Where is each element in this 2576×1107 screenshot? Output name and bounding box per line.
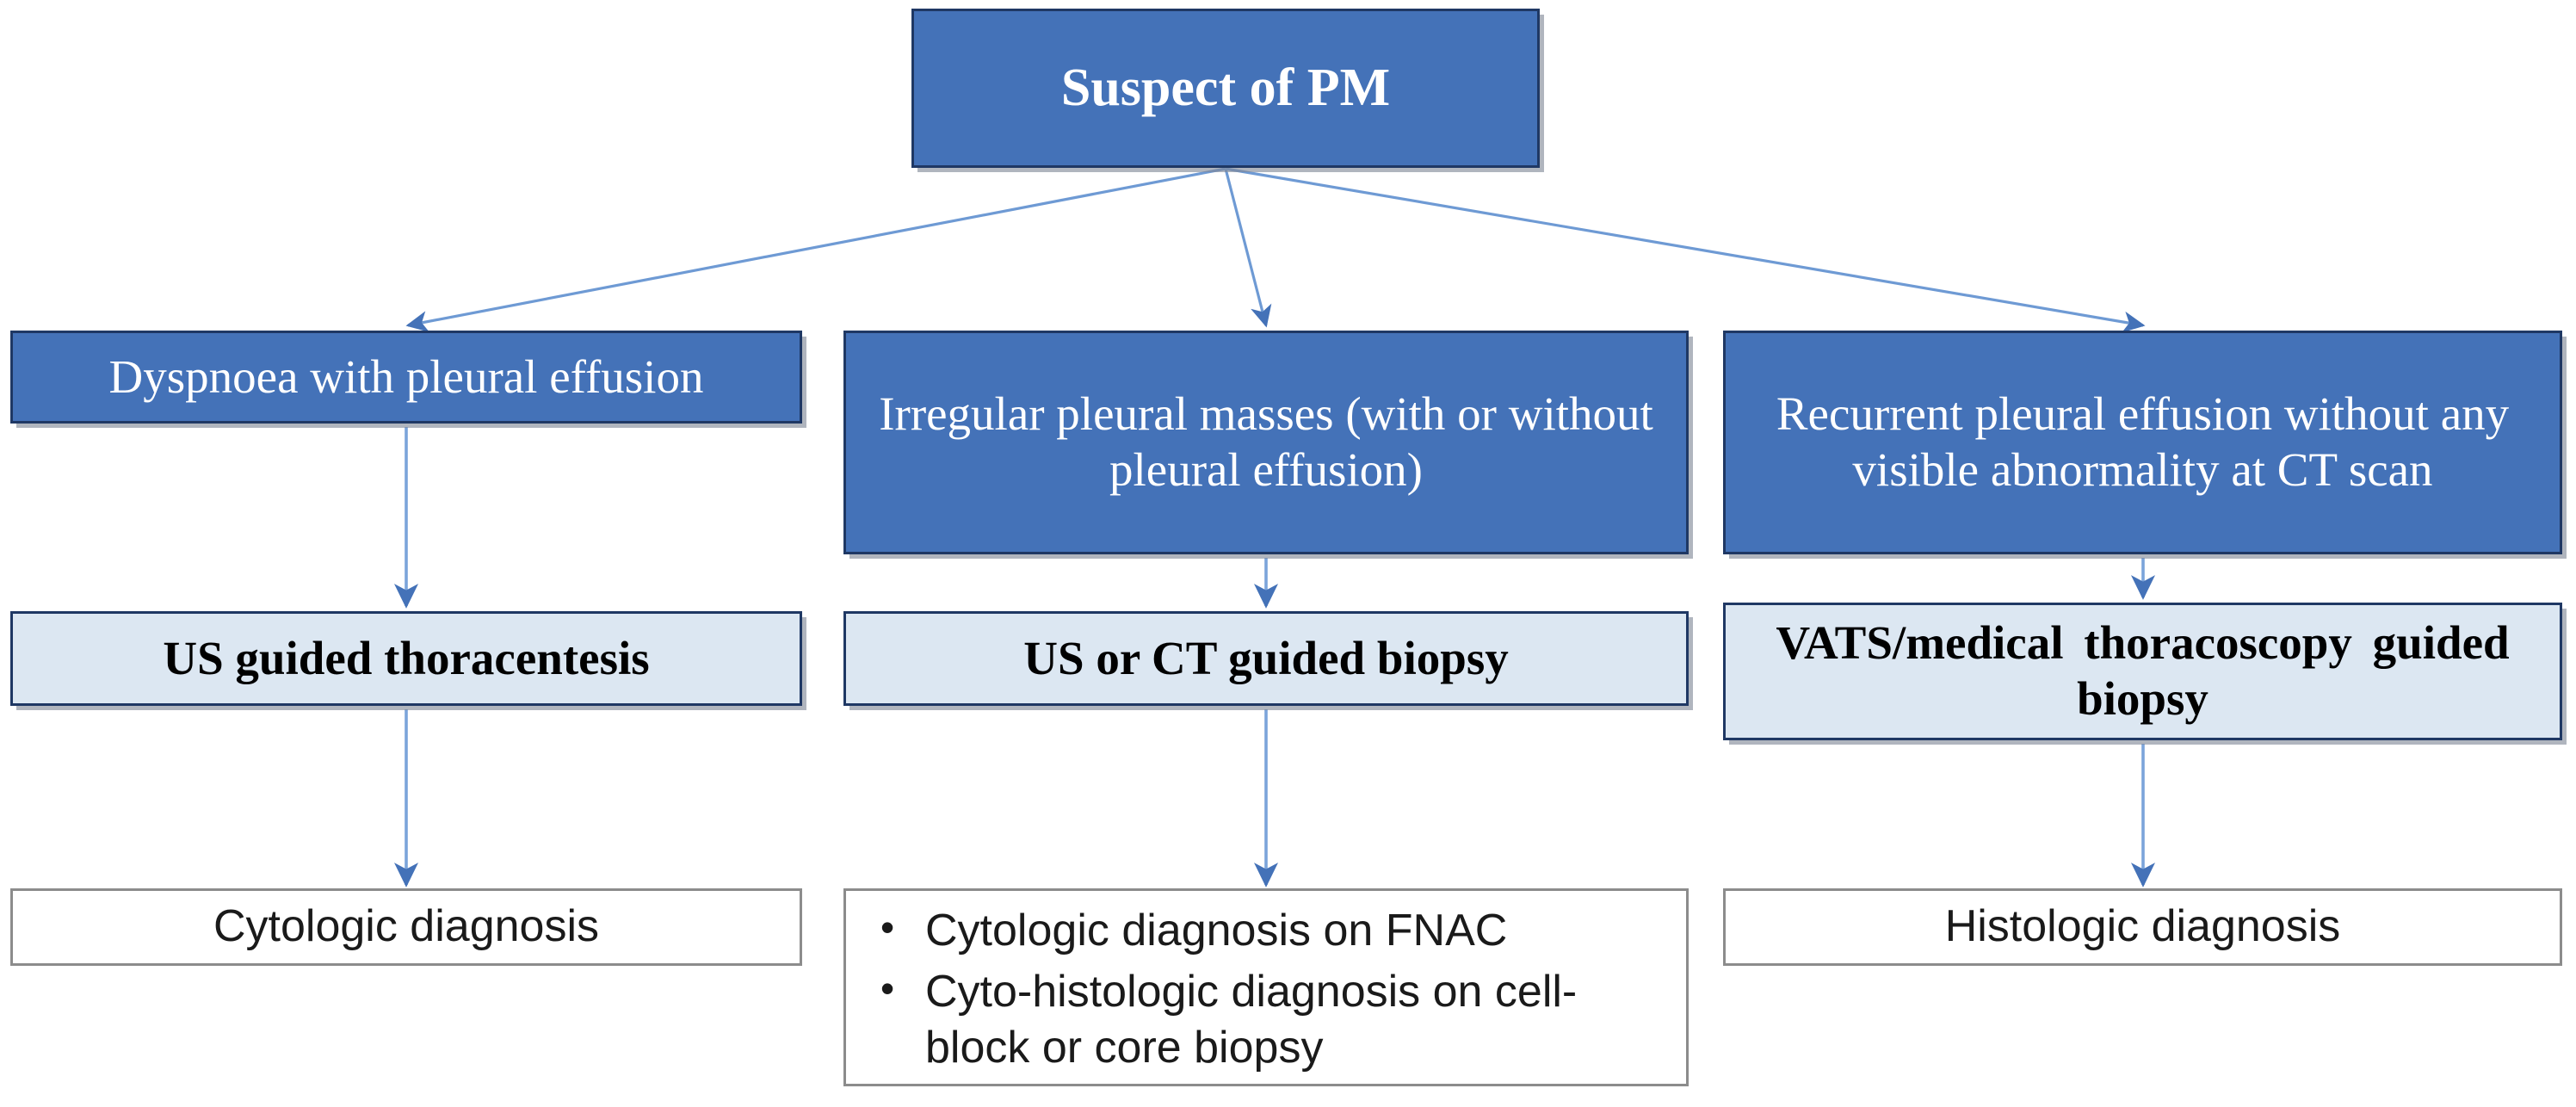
node-procedure-us-guided-thoracentesis[interactable]: US guided thoracentesis [10, 611, 802, 706]
arrow-root-to-branch-1 [405, 167, 1226, 332]
node-procedure-vats-medical-thoracoscopy-guided-biopsy[interactable]: VATS/medical thoracoscopy guided biopsy [1723, 603, 2562, 740]
node-suspect-of-pm-label: Suspect of PM [1060, 58, 1391, 117]
node-procedure-3-label: VATS/medical thoracoscopy guided biopsy [1776, 616, 2510, 725]
node-branch-2-label: Irregular pleural masses (with or withou… [879, 387, 1653, 496]
outcome-2-bullet-list: • Cytologic diagnosis on FNAC • Cyto-his… [846, 891, 1686, 1081]
arrow-root-to-branch-2 [1224, 168, 1272, 328]
list-item-label: Cytologic diagnosis on FNAC [925, 906, 1508, 955]
node-outcome-histologic-diagnosis[interactable]: Histologic diagnosis [1723, 888, 2562, 966]
bullet-icon: • [880, 905, 895, 949]
node-branch-recurrent-pleural-effusion[interactable]: Recurrent pleural effusion without any v… [1723, 331, 2562, 554]
node-branch-dyspnoea-with-pleural-effusion[interactable]: Dyspnoea with pleural effusion [10, 331, 802, 424]
list-item-label: Cyto-histologic diagnosis on cell-block … [925, 967, 1578, 1073]
node-branch-1-label: Dyspnoea with pleural effusion [108, 349, 704, 403]
node-branch-3-label: Recurrent pleural effusion without any v… [1776, 387, 2510, 496]
list-item: • Cyto-histologic diagnosis on cell-bloc… [872, 964, 1667, 1076]
node-outcome-cytologic-diagnosis[interactable]: Cytologic diagnosis [10, 888, 802, 966]
list-item: • Cytologic diagnosis on FNAC [872, 903, 1667, 959]
bullet-icon: • [880, 966, 895, 1011]
root-fanout-arrows [405, 167, 2146, 333]
node-suspect-of-pm[interactable]: Suspect of PM [911, 9, 1540, 168]
arrow-root-to-branch-3 [1225, 167, 2146, 333]
node-outcome-cytologic-and-cytohistologic-diagnosis[interactable]: • Cytologic diagnosis on FNAC • Cyto-his… [843, 888, 1689, 1086]
node-outcome-1-label: Cytologic diagnosis [213, 901, 600, 952]
node-branch-irregular-pleural-masses[interactable]: Irregular pleural masses (with or withou… [843, 331, 1689, 554]
node-procedure-2-label: US or CT guided biopsy [1023, 631, 1509, 684]
node-outcome-3-label: Histologic diagnosis [1944, 901, 2341, 952]
node-procedure-us-or-ct-guided-biopsy[interactable]: US or CT guided biopsy [843, 611, 1689, 706]
node-procedure-1-label: US guided thoracentesis [163, 631, 650, 684]
